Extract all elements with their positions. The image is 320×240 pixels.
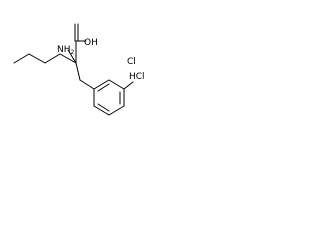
salt-label: HCl	[129, 72, 145, 82]
bond-butyl-c4-c3	[13, 53, 30, 64]
atom-labels: NH2 OH Cl HCl	[57, 38, 145, 82]
ring-bond-4-5	[108, 105, 125, 116]
bond-calpha-ch2	[75, 62, 81, 81]
bond-ring-cl	[123, 81, 134, 90]
bond-butyl-c2-c1	[44, 53, 61, 64]
ring-bond-2-3	[108, 79, 125, 90]
hydroxyl-label: OH	[84, 38, 98, 48]
bond-calpha-n	[67, 49, 77, 64]
bond-butyl-c1-calpha	[59, 53, 77, 64]
amine-label: NH2	[57, 45, 75, 56]
amine-label-text: NH	[57, 45, 71, 55]
chemical-structure: NH2 OH Cl HCl	[13, 23, 145, 116]
chloro-label: Cl	[127, 57, 136, 67]
ring-bond-5-6	[93, 105, 110, 116]
ring-inner-double-c	[97, 103, 110, 112]
bond-ch2-ring	[79, 79, 95, 90]
ring-bond-1-2	[93, 79, 110, 90]
amine-subscript: 2	[71, 49, 75, 56]
ring-inner-double-a	[97, 83, 110, 92]
bond-butyl-c3-c2	[28, 53, 46, 64]
bonds	[13, 23, 134, 116]
